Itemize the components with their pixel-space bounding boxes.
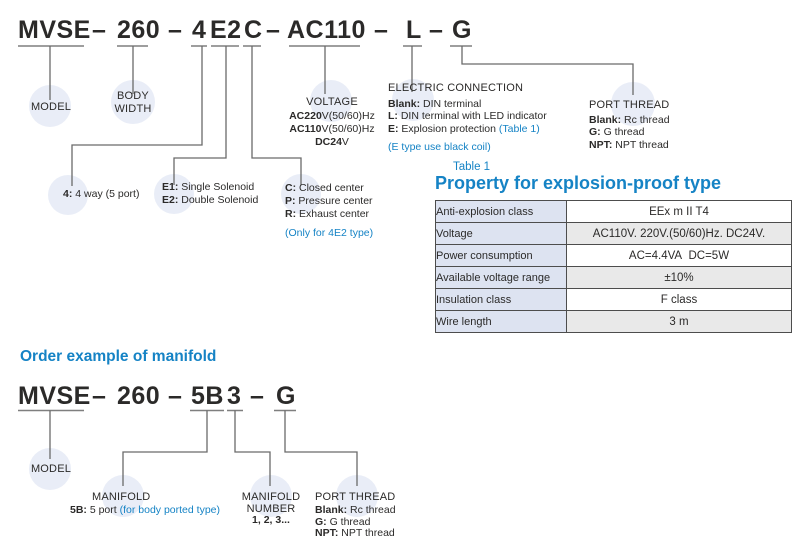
electric-option: Blank: DIN terminal <box>388 98 482 110</box>
table1-reference: (Table 1) <box>498 122 540 135</box>
electric-connection-title: ELECTRIC CONNECTION <box>388 82 524 94</box>
code-dash: – <box>250 382 265 410</box>
body-width-line1: BODY <box>117 90 149 102</box>
manifold-code-manifold-segment: 5B <box>191 382 224 410</box>
manifold-section-heading: Order example of manifold <box>20 348 217 365</box>
property-name-cell: Voltage <box>435 222 567 245</box>
manifold-code-number-segment: 3 <box>227 382 242 410</box>
manifold-model-label: MODEL <box>30 463 72 475</box>
body-width-line2: WIDTH <box>114 103 152 115</box>
electric-option: L: DIN terminal with LED indicator <box>388 110 547 123</box>
port-thread-option: Blank: Rc thread <box>589 114 670 126</box>
table1-title: Property for explosion-proof type <box>435 173 722 193</box>
code-connection-segment: L <box>406 16 422 44</box>
property-value-cell: 3 m <box>566 310 792 333</box>
code-dash: – <box>168 382 183 410</box>
code-center-segment: C <box>244 16 263 44</box>
manifold-number-title-line2: NUMBER <box>246 503 296 515</box>
manifold-option: 5B: 5 port (for body ported type) <box>70 504 220 516</box>
manifold-port-thread-callout: PORT THREAD Blank: Rc thread G: G thread… <box>315 491 396 540</box>
code-thread-segment: G <box>452 16 472 44</box>
way-callout: 4: 4 way (5 port) <box>63 188 140 200</box>
code-dash: – <box>92 16 107 44</box>
port-thread-option: NPT: NPT thread <box>315 527 395 539</box>
black-coil-note: (E type use black coil) <box>388 140 491 153</box>
code-dash: – <box>374 16 389 44</box>
port-thread-title: PORT THREAD <box>589 99 670 111</box>
voltage-callout: VOLTAGE AC220V(50/60)Hz AC110V(50/60)Hz … <box>277 96 387 149</box>
property-value-cell: F class <box>566 288 792 311</box>
property-name-cell: Available voltage range <box>435 266 567 289</box>
body-ported-note: (for body ported type) <box>119 504 220 516</box>
code-voltage-segment: AC110 <box>287 16 366 44</box>
manifold-title: MANIFOLD <box>92 491 151 503</box>
table1-label: Table 1 <box>453 161 491 173</box>
manifold-code-model-segment: MVSE <box>18 382 91 410</box>
property-name-cell: Power consumption <box>435 244 567 267</box>
body-width-label: BODY WIDTH <box>107 90 159 116</box>
code-dash: – <box>168 16 183 44</box>
manifold-number-callout: MANIFOLD NUMBER 1, 2, 3... <box>234 491 308 527</box>
code-dash: – <box>266 16 281 44</box>
voltage-option: DC24V <box>315 136 349 148</box>
port-thread-callout: PORT THREAD Blank: Rc thread G: G thread… <box>589 99 670 151</box>
port-thread-option: NPT: NPT thread <box>589 138 669 151</box>
solenoid-option: E2: Double Solenoid <box>162 194 259 206</box>
property-value-cell: AC110V. 220V.(50/60)Hz. DC24V. <box>566 222 792 245</box>
table-row: Available voltage range±10% <box>435 266 792 289</box>
code-model-segment: MVSE <box>18 16 91 44</box>
solenoid-option: E1: Single Solenoid <box>162 181 255 193</box>
manifold-number-title-line1: MANIFOLD <box>241 491 301 503</box>
property-value-cell: AC=4.4VA DC=5W <box>566 244 792 267</box>
code-solenoid-segment: E2 <box>210 16 242 44</box>
electric-connection-callout: ELECTRIC CONNECTION Blank: DIN terminal … <box>388 82 547 153</box>
manifold-code-body-segment: 260 <box>117 382 161 410</box>
code-dash: – <box>92 382 107 410</box>
port-thread-option: Blank: Rc thread <box>315 504 396 516</box>
manifold-code-thread-segment: G <box>276 382 296 410</box>
manifold-port-thread-title: PORT THREAD <box>315 491 396 503</box>
property-name-cell: Insulation class <box>435 288 567 311</box>
only-4e2-note: (Only for 4E2 type) <box>285 227 374 239</box>
code-body-segment: 260 <box>117 16 161 44</box>
property-value-cell: ±10% <box>566 266 792 289</box>
center-option: R: Exhaust center <box>285 208 370 220</box>
property-name-cell: Anti-explosion class <box>435 200 567 223</box>
voltage-option: AC220V(50/60)Hz <box>289 110 375 122</box>
property-name-cell: Wire length <box>435 310 567 333</box>
center-option: P: Pressure center <box>285 195 373 207</box>
voltage-option: AC110V(50/60)Hz <box>289 123 375 135</box>
center-type-callout: C: Closed center P: Pressure center R: E… <box>285 182 373 240</box>
code-way-segment: 4 <box>192 16 207 44</box>
center-option: C: Closed center <box>285 182 364 194</box>
electric-option: E: Explosion protection (Table 1) <box>388 122 540 135</box>
code-dash: – <box>429 16 444 44</box>
solenoid-callout: E1: Single Solenoid E2: Double Solenoid <box>162 181 258 207</box>
property-value-cell: EEx m II T4 <box>566 200 792 223</box>
voltage-title: VOLTAGE <box>306 96 358 108</box>
manifold-number-values: 1, 2, 3... <box>252 514 290 526</box>
port-thread-option: G: G thread <box>589 126 645 139</box>
port-thread-option: G: G thread <box>315 515 371 528</box>
model-label: MODEL <box>30 101 72 113</box>
